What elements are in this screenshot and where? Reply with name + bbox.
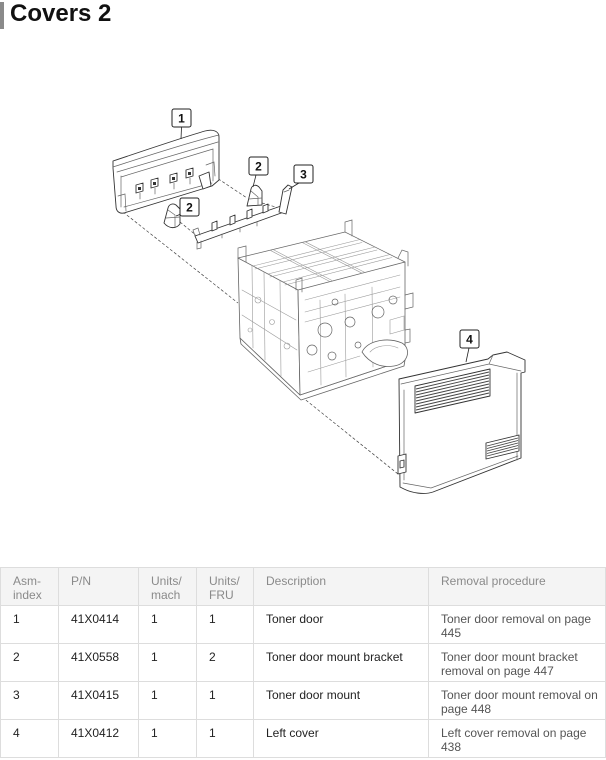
callout-box	[293, 164, 314, 184]
callout-leader	[180, 126, 182, 140]
parts-list-table: Asm- index P/N Units/ mach Units/ FRU De…	[0, 567, 606, 758]
cell-part-number: 41X0412	[58, 719, 139, 758]
cell-units-per-fru: 1	[196, 719, 254, 758]
frame-front-details	[304, 274, 405, 386]
callout-4: 4	[459, 329, 480, 363]
frame-gears	[306, 295, 398, 361]
callout-label: 2	[255, 160, 262, 174]
frame-posts	[237, 219, 414, 344]
left-cover-outline	[398, 351, 526, 494]
cell-asm-index: 2	[0, 643, 59, 682]
cell-description: Toner door mount bracket	[253, 643, 429, 682]
header-removal-procedure: Removal procedure	[428, 567, 606, 606]
toner-door-lid-edges	[112, 134, 220, 173]
callout-3: 3	[288, 164, 314, 190]
callout-box	[171, 108, 192, 128]
callout-box	[459, 329, 480, 349]
callout-label: 2	[186, 201, 193, 215]
printer-frame	[237, 219, 414, 401]
cell-part-number: 41X0414	[58, 605, 139, 644]
cell-asm-index: 3	[0, 681, 59, 720]
table-row: 4 41X0412 1 1 Left cover Left cover remo…	[0, 719, 606, 758]
left-cover-edges	[400, 354, 522, 489]
cell-description: Toner door mount	[253, 681, 429, 720]
removal-procedure-link[interactable]: Toner door removal on page 445	[428, 605, 606, 644]
cell-units-per-machine: 1	[138, 643, 197, 682]
left-cover-part	[397, 351, 526, 494]
left-cover-latch	[397, 453, 407, 475]
cell-units-per-fru: 2	[196, 643, 254, 682]
toner-door-hinge	[198, 171, 212, 190]
callout-1: 1	[171, 108, 192, 140]
callout-label: 1	[178, 112, 185, 126]
callout-2-upper: 2	[248, 156, 269, 188]
mount-teeth	[211, 203, 269, 232]
exploded-parts-diagram: 1 2 3 2 4	[112, 108, 526, 494]
callout-box	[248, 156, 269, 176]
callout-box	[179, 197, 200, 217]
frame-front-face	[297, 261, 406, 396]
header-units-per-fru: Units/ FRU	[196, 567, 254, 606]
header-asm-index: Asm- index	[0, 567, 59, 606]
callout-leader	[288, 182, 300, 190]
frame-left-details	[241, 265, 298, 377]
mount-upright	[278, 184, 293, 215]
removal-procedure-link[interactable]: Left cover removal on page 438	[428, 719, 606, 758]
bracket-outline	[163, 203, 181, 229]
frame-top-rails	[252, 239, 393, 286]
bracket-detail	[248, 190, 263, 206]
callout-label: 4	[466, 333, 473, 347]
bracket-outline	[246, 184, 263, 207]
toner-door-mount-part	[192, 184, 293, 250]
cell-part-number: 41X0558	[58, 643, 139, 682]
cell-asm-index: 4	[0, 719, 59, 758]
header-description: Description	[253, 567, 429, 606]
frame-curved-bracket-detail	[369, 345, 399, 353]
bracket-detail	[165, 209, 181, 228]
cell-asm-index: 1	[0, 605, 59, 644]
callout-2-lower: 2	[175, 197, 200, 217]
header-units-per-machine: Units/ mach	[138, 567, 197, 606]
frame-top-outline	[237, 231, 406, 263]
callout-leader	[465, 347, 470, 363]
cell-description: Left cover	[253, 719, 429, 758]
table-row: 3 41X0415 1 1 Toner door mount Toner doo…	[0, 681, 606, 720]
cell-units-per-machine: 1	[138, 605, 197, 644]
toner-door-mount-bracket-lower	[163, 203, 181, 229]
cell-units-per-machine: 1	[138, 681, 197, 720]
toner-door-inner-panel	[120, 148, 214, 208]
table-header-row: Asm- index P/N Units/ mach Units/ FRU De…	[0, 567, 606, 606]
cell-units-per-fru: 1	[196, 681, 254, 720]
frame-left-face	[237, 257, 301, 396]
removal-procedure-link[interactable]: Toner door mount removal on page 448	[428, 681, 606, 720]
table-row: 2 41X0558 1 2 Toner door mount bracket T…	[0, 643, 606, 682]
frame-curved-bracket	[361, 339, 408, 367]
toner-door-outline	[112, 129, 220, 214]
table-row: 1 41X0414 1 1 Toner door Toner door remo…	[0, 605, 606, 644]
header-part-number: P/N	[58, 567, 139, 606]
left-cover-upper-grille-frame	[414, 368, 491, 414]
mount-details	[192, 189, 290, 250]
cell-description: Toner door	[253, 605, 429, 644]
cell-units-per-machine: 1	[138, 719, 197, 758]
toner-door-tabs	[117, 177, 191, 212]
title-accent-bar	[0, 2, 4, 29]
callout-leader	[252, 174, 257, 188]
callout-label: 3	[300, 168, 307, 182]
toner-door-mount-bracket-upper	[246, 184, 263, 207]
toner-door-hinge-arm	[205, 161, 216, 177]
toner-door-components	[135, 167, 194, 194]
mount-rod	[194, 205, 285, 244]
left-cover-lower-grille	[486, 437, 519, 457]
cell-part-number: 41X0415	[58, 681, 139, 720]
toner-door-part	[112, 129, 220, 214]
page-title: Covers 2	[10, 0, 112, 27]
left-cover-upper-grille	[415, 371, 490, 411]
removal-procedure-link[interactable]: Toner door mount bracket removal on page…	[428, 643, 606, 682]
cell-units-per-fru: 1	[196, 605, 254, 644]
